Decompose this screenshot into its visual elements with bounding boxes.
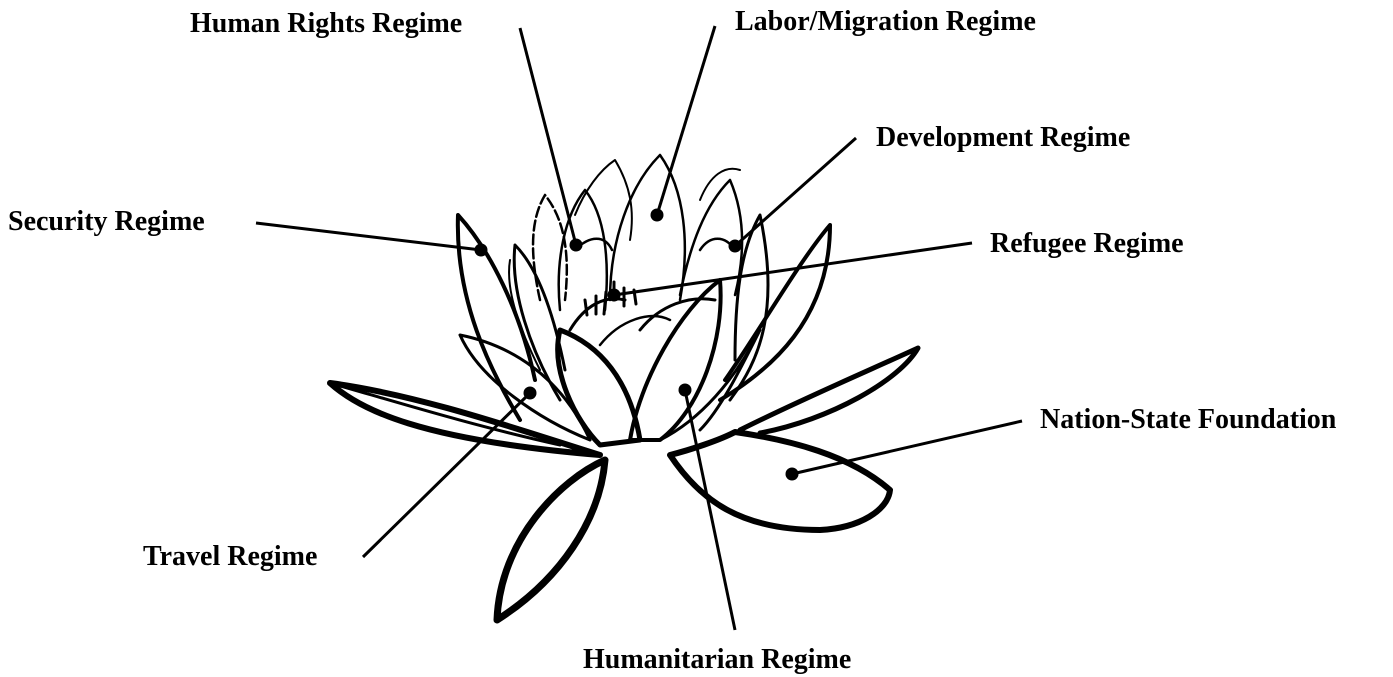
leader-lines [256, 26, 1022, 630]
petal-top-back [575, 160, 632, 240]
petal-inner-cup-center [600, 316, 670, 345]
dot-refugee [608, 289, 621, 302]
dot-human-rights [570, 239, 583, 252]
dot-humanitarian [679, 384, 692, 397]
label-security-regime: Security Regime [8, 208, 205, 236]
petal-labor [610, 155, 685, 300]
petal-left-mid [514, 245, 565, 400]
leader-development [735, 138, 856, 246]
petal-top-back-right [700, 169, 740, 200]
label-labor-migration-regime: Labor/Migration Regime [735, 8, 1036, 36]
label-humanitarian-regime: Humanitarian Regime [583, 646, 851, 674]
label-travel-regime: Travel Regime [143, 543, 317, 571]
petal-base-bottom-left [497, 460, 605, 620]
label-development-regime: Development Regime [876, 124, 1130, 152]
label-human-rights-regime: Human Rights Regime [190, 10, 462, 38]
inner-petals [533, 155, 742, 345]
leader-security [256, 223, 481, 250]
label-refugee-regime: Refugee Regime [990, 230, 1184, 258]
dot-nation-state [786, 468, 799, 481]
dot-security [475, 244, 488, 257]
outer-petals [330, 225, 918, 620]
dot-development [729, 240, 742, 253]
dot-labor [651, 209, 664, 222]
label-nation-state-foundation: Nation-State Foundation [1040, 406, 1336, 434]
petal-center-left [558, 330, 640, 445]
petal-base-right-far [740, 348, 918, 433]
leader-nation-state [792, 421, 1022, 474]
dot-travel [524, 387, 537, 400]
leader-human-rights [520, 28, 576, 245]
leader-refugee [614, 243, 972, 295]
